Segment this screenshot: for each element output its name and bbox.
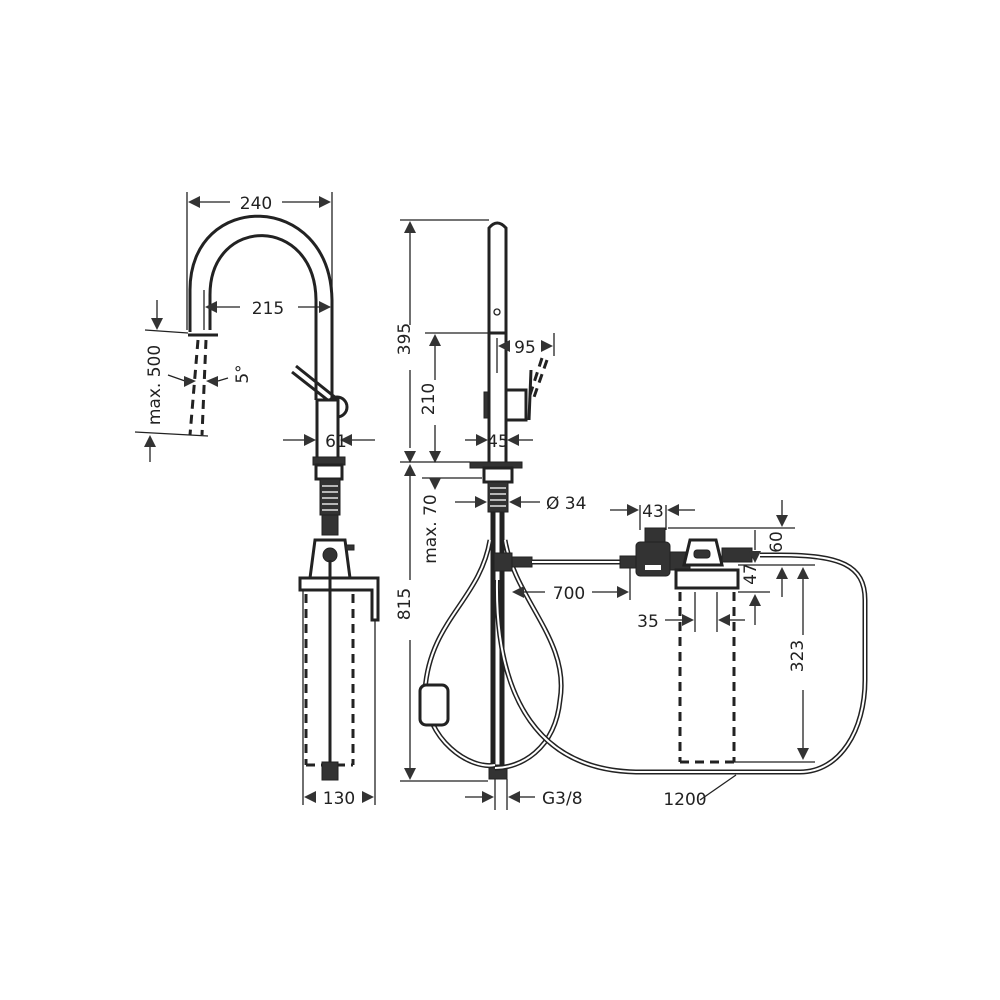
dim-61: 61	[325, 432, 347, 452]
dim-47: 47	[741, 563, 761, 585]
right-view: 395 210 95 45 m	[395, 219, 868, 810]
dim-1200: 1200	[663, 790, 706, 810]
dim-35: 35	[637, 612, 659, 632]
dim-60: 60	[767, 531, 787, 553]
dim-max-70: max. 70	[421, 494, 441, 563]
dim-max-500: max. 500	[145, 345, 165, 425]
dim-323: 323	[788, 640, 808, 672]
dim-130: 130	[323, 789, 355, 809]
dim-395: 395	[395, 323, 415, 355]
dim-815: 815	[395, 588, 415, 620]
left-view: 240 215 max. 500 5°	[134, 192, 380, 809]
dim-215: 215	[252, 299, 284, 319]
dim-diameter-34: Ø 34	[546, 494, 586, 514]
dim-95: 95	[514, 338, 536, 358]
dim-210: 210	[419, 383, 439, 415]
dim-43: 43	[642, 502, 664, 522]
dim-700: 700	[553, 584, 585, 604]
dim-240: 240	[240, 194, 272, 214]
dim-g3-8: G3/8	[542, 789, 583, 809]
dim-45: 45	[487, 432, 509, 452]
dim-5-degrees: 5°	[233, 364, 253, 383]
